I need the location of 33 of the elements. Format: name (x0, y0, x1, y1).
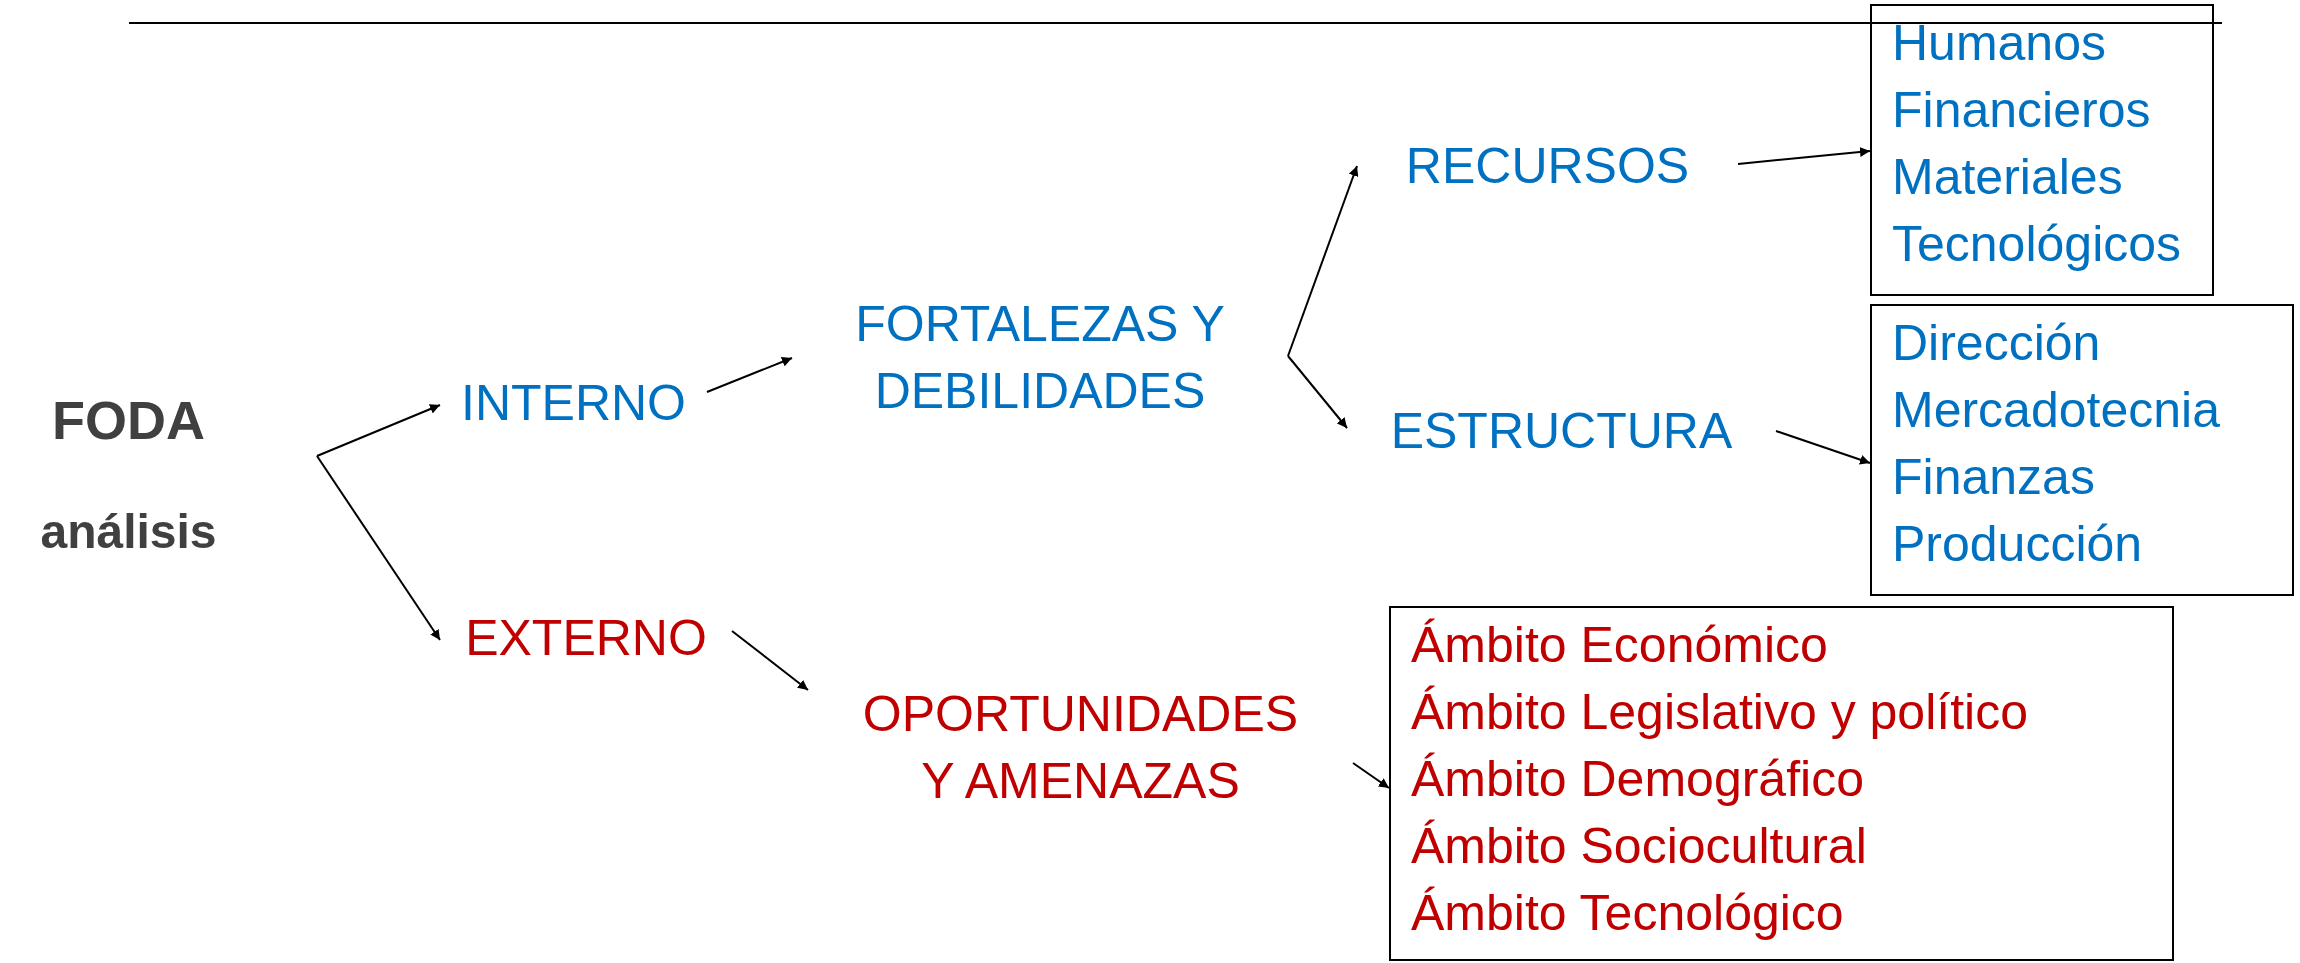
arrow (1775, 430, 1871, 465)
list-item: Materiales (1892, 148, 2123, 207)
arrow (731, 630, 809, 691)
list-box (1870, 304, 2294, 596)
arrow (1287, 355, 1348, 429)
arrow (316, 404, 441, 457)
list-item: Ámbito Demográfico (1411, 750, 1864, 809)
arrow (1352, 762, 1390, 789)
arrow (706, 357, 793, 393)
list-item: Ámbito Legislativo y político (1411, 683, 2028, 742)
list-box (1870, 4, 2214, 296)
arrow (1737, 147, 1871, 165)
list-item: Ámbito Tecnológico (1411, 884, 1844, 943)
list-item: Humanos (1892, 14, 2106, 73)
node-label: análisis (40, 504, 217, 560)
arrow (316, 455, 441, 641)
list-item: Mercadotecnia (1892, 381, 2220, 440)
list-item: Dirección (1892, 314, 2101, 373)
arrow (1287, 165, 1359, 357)
list-box (1389, 606, 2174, 961)
node-label: INTERNO (461, 373, 686, 433)
node-label: ESTRUCTURA (1390, 401, 1733, 461)
list-item: Ámbito Sociocultural (1411, 817, 1867, 876)
list-item: Financieros (1892, 81, 2151, 140)
list-item: Finanzas (1892, 448, 2095, 507)
list-item: Ámbito Económico (1411, 616, 1828, 675)
node-label: FODA (52, 390, 205, 450)
list-item: Tecnológicos (1892, 215, 2182, 274)
list-item: Producción (1892, 515, 2143, 574)
node-label: EXTERNO (465, 608, 707, 668)
node-label: RECURSOS (1405, 136, 1690, 196)
node-label: FORTALEZAS Y DEBILIDADES (854, 295, 1226, 421)
node-label: OPORTUNIDADES Y AMENAZAS (861, 685, 1300, 811)
